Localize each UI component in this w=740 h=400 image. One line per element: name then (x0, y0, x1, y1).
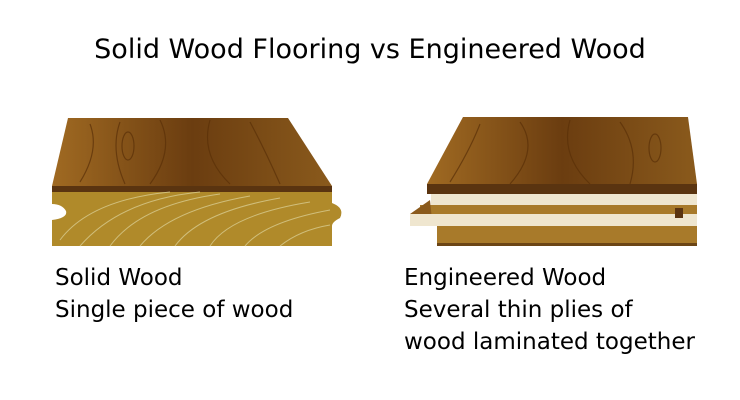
solid-wood-plank (52, 118, 342, 247)
engineered-wood-description-2: wood laminated together (404, 329, 695, 355)
engineered-wood-plank (410, 117, 697, 246)
solid-wood-description: Single piece of wood (55, 297, 294, 323)
engineered-wood-label: Engineered Wood (404, 265, 607, 291)
diagram-title: Solid Wood Flooring vs Engineered Wood (94, 34, 646, 65)
solid-wood-label: Solid Wood (55, 265, 183, 291)
engineered-wood-description-1: Several thin plies of (404, 297, 633, 323)
engineered-wood-caption: Engineered Wood Several thin plies of wo… (404, 262, 695, 358)
solid-wood-caption: Solid Wood Single piece of wood (55, 262, 293, 326)
